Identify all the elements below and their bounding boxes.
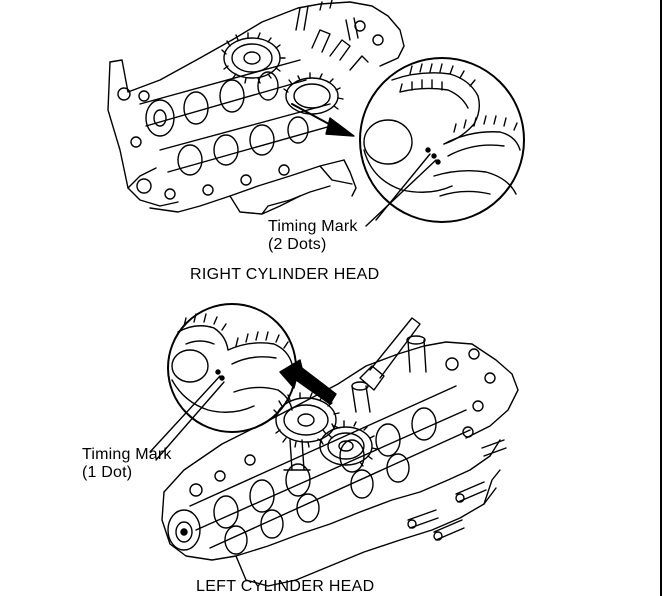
right-timing-mark-magnifier	[359, 57, 525, 227]
page-border-right	[660, 0, 662, 596]
right-cylinder-head-drawing	[107, 0, 405, 215]
left-cylinder-head-title: LEFT CYLINDER HEAD	[196, 578, 375, 595]
left-timing-mark-label: Timing Mark	[82, 446, 172, 463]
left-cylinder-head-drawing	[161, 317, 519, 587]
right-cylinder-head-title: RIGHT CYLINDER HEAD	[190, 266, 380, 283]
right-timing-mark-label: Timing Mark	[268, 218, 358, 235]
right-timing-mark-dots-label: (2 Dots)	[268, 236, 327, 253]
left-timing-mark-magnifier	[149, 303, 297, 461]
left-timing-mark-dots-label: (1 Dot)	[82, 464, 133, 481]
